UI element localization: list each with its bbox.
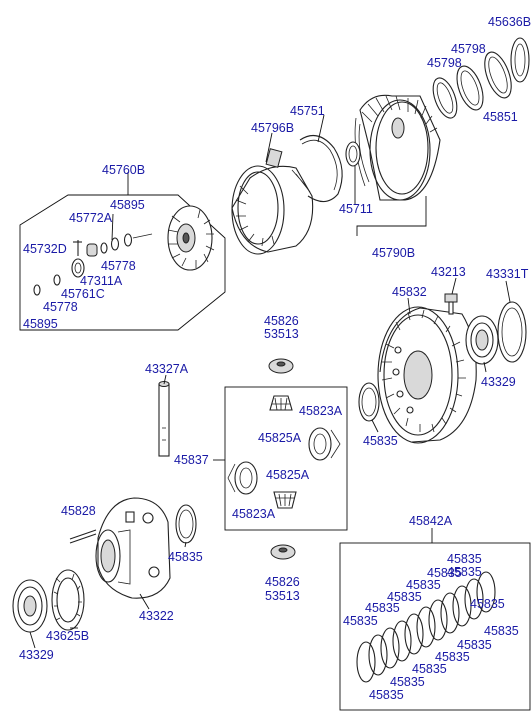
label-45711[interactable]: 45711 [339, 202, 373, 216]
snap-ring-45751 [299, 134, 343, 203]
label-43327a[interactable]: 43327A [145, 362, 189, 376]
thrust-washer-45761c [71, 258, 85, 278]
bearing-43329-right [465, 315, 499, 365]
label-shim-45835[interactable]: 45835 [387, 590, 422, 604]
label-43213[interactable]: 43213 [431, 265, 466, 279]
label-45835-ringgear[interactable]: 45835 [363, 434, 398, 448]
planetary-box-45760b [19, 172, 226, 331]
ring-45636b [510, 37, 530, 83]
ring-45851 [432, 77, 458, 119]
washer-45895-lower [33, 284, 41, 296]
label-45798-lower[interactable]: 45798 [427, 56, 462, 70]
pin-45732d [73, 240, 82, 256]
label-45778-lower[interactable]: 45778 [43, 300, 78, 314]
label-43322[interactable]: 43322 [139, 609, 174, 623]
race-43331t [497, 301, 527, 363]
label-45778-upper[interactable]: 45778 [101, 259, 136, 273]
label-43329-left[interactable]: 43329 [19, 648, 54, 662]
bolt-43213 [444, 293, 458, 315]
label-45828[interactable]: 45828 [61, 504, 96, 518]
label-45825a-lower[interactable]: 45825A [266, 468, 310, 482]
bevel-gear-45825a-lower [273, 491, 297, 509]
leader-lines [29, 114, 511, 649]
planetary-carrier-47311a [167, 205, 215, 271]
differential-case-43322 [95, 497, 171, 599]
label-shim-45835[interactable]: 45835 [435, 650, 470, 664]
gear-hub-45796b [231, 148, 314, 255]
label-45895-upper[interactable]: 45895 [110, 198, 145, 212]
label-45636b[interactable]: 45636B [488, 15, 532, 29]
label-45732d[interactable]: 45732D [23, 242, 67, 256]
washer-45826-upper [268, 358, 294, 374]
pin-45828 [69, 529, 97, 544]
shim-45835-ringgear [358, 382, 380, 422]
side-gear-45823a-lower [227, 461, 258, 495]
gear-box-45837 [213, 386, 348, 531]
label-43331t[interactable]: 43331T [486, 267, 529, 281]
label-45751[interactable]: 45751 [290, 104, 325, 118]
shim-45835-case [175, 504, 197, 544]
label-47311a[interactable]: 47311A [80, 274, 123, 288]
bevel-gear-45825a-upper [269, 395, 293, 411]
label-45826-upper[interactable]: 45826 [264, 314, 299, 328]
label-43329-right[interactable]: 43329 [481, 375, 516, 389]
label-shim-45835[interactable]: 45835 [406, 578, 441, 592]
label-45790b[interactable]: 45790B [372, 246, 416, 260]
label-53513-lower[interactable]: 53513 [265, 589, 300, 603]
shim-stack [356, 571, 496, 683]
label-shim-45835[interactable]: 45835 [365, 601, 400, 615]
label-45842a[interactable]: 45842A [409, 514, 453, 528]
label-43625b[interactable]: 43625B [46, 629, 90, 643]
label-45835-case[interactable]: 45835 [168, 550, 203, 564]
bearing-43329-left [12, 579, 48, 633]
label-shim-45835[interactable]: 45835 [390, 675, 425, 689]
label-45796b[interactable]: 45796B [251, 121, 295, 135]
washer-45826-lower [270, 544, 296, 560]
snap-ring-45711 [345, 141, 361, 167]
label-shim-45835[interactable]: 45835 [427, 566, 462, 580]
pinion-shaft-43327a [158, 381, 170, 457]
label-45823a-upper[interactable]: 45823A [299, 404, 343, 418]
needle-bearing-45772a [86, 243, 98, 257]
clutch-drum-45790b [354, 94, 441, 201]
gear-43625b [51, 569, 85, 631]
ring-45798-upper [484, 51, 512, 99]
ring-gear-45832 [377, 306, 477, 444]
label-45760b[interactable]: 45760B [102, 163, 146, 177]
label-shim-45835[interactable]: 45835 [369, 688, 404, 702]
label-shim-45835[interactable]: 45835 [412, 662, 447, 676]
label-45895-lower[interactable]: 45895 [23, 317, 58, 331]
label-45826-lower[interactable]: 45826 [265, 575, 300, 589]
shim-set-box-45842a [339, 528, 531, 711]
label-45837[interactable]: 45837 [174, 453, 209, 467]
side-gear-45823a-upper [308, 427, 341, 461]
label-45832[interactable]: 45832 [392, 285, 427, 299]
label-shim-45835[interactable]: 45835 [457, 638, 492, 652]
label-shim-45835[interactable]: 45835 [447, 552, 482, 566]
label-45761c[interactable]: 45761C [61, 287, 105, 301]
label-45825a-upper[interactable]: 45825A [258, 431, 302, 445]
label-shim-45835[interactable]: 45835 [470, 597, 505, 611]
washer-45895-upper [100, 242, 108, 254]
label-shim-45835[interactable]: 45835 [484, 624, 519, 638]
label-45851[interactable]: 45851 [483, 110, 518, 124]
washer-45778-lower [53, 274, 61, 286]
label-45772a[interactable]: 45772A [69, 211, 113, 225]
label-53513-upper[interactable]: 53513 [264, 327, 299, 341]
ring-45798-lower [456, 65, 484, 111]
label-shim-45835[interactable]: 45835 [343, 614, 378, 628]
label-45798-upper[interactable]: 45798 [451, 42, 486, 56]
label-45823a-lower[interactable]: 45823A [232, 507, 276, 521]
label-shim-45835[interactable]: 45835 [447, 565, 482, 579]
washer-45778-upper [110, 233, 153, 251]
